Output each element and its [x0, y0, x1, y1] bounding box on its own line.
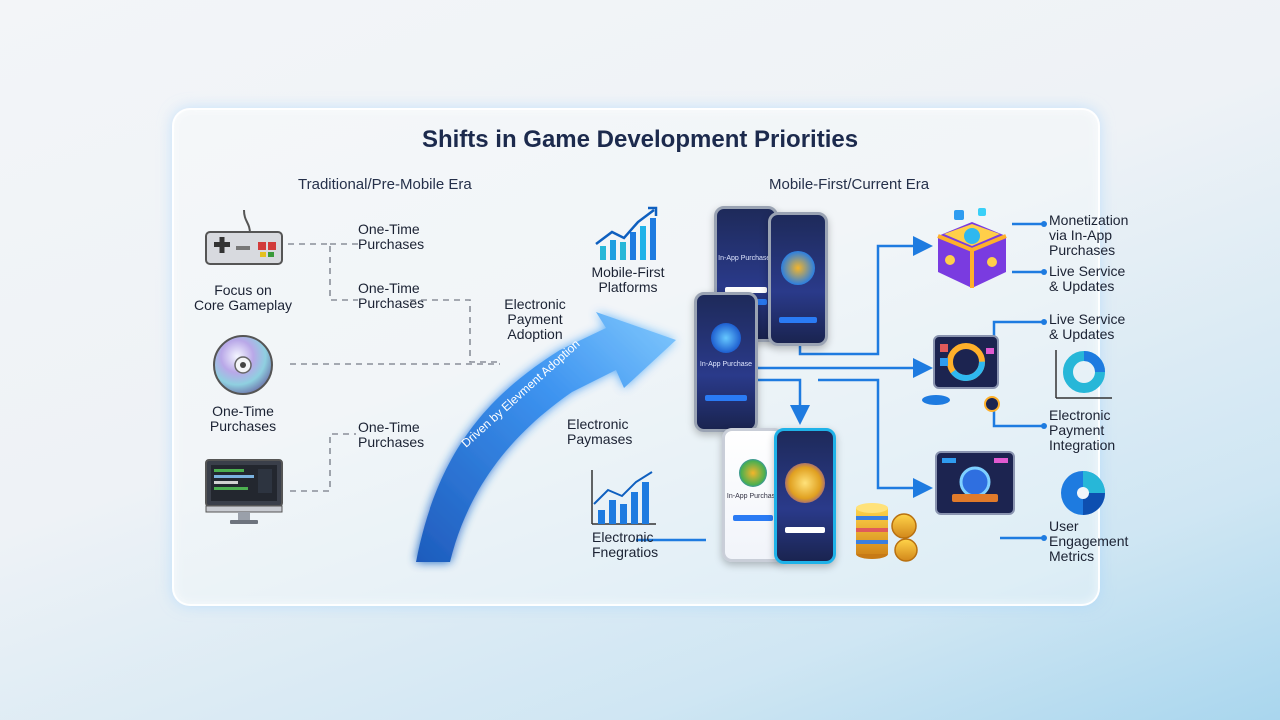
- disc-icon: [213, 335, 273, 395]
- label-live-service-2: Live Service& Updates: [1049, 311, 1126, 342]
- phone-screen-text: In-App Purchases: [718, 255, 774, 262]
- dashed-connectors: [288, 243, 500, 492]
- donut-chart-icon: [1055, 350, 1112, 399]
- growth-chart-icon: [595, 206, 658, 260]
- phone-mockup-2: In-App Purchase: [694, 292, 758, 432]
- label-live-service-1: Live Service& Updates: [1049, 263, 1126, 294]
- era-label-mobile-first: Mobile-First/Current Era: [769, 176, 930, 193]
- diagram-title: Shifts in Game Development Priorities: [421, 126, 859, 153]
- era-label-traditional: Traditional/Pre-Mobile Era: [298, 176, 472, 193]
- desktop-computer-icon: [205, 459, 283, 524]
- phone-mockup-3b: [774, 428, 836, 564]
- phone-mockup-1b: [768, 212, 828, 346]
- phone-screen-text: In-App Purchase: [726, 493, 780, 500]
- phone-screen-text: In-App Purchase: [699, 361, 753, 368]
- coins-stack-icon: [856, 503, 918, 562]
- treasure-chest-icon: [937, 208, 1007, 288]
- pie-chart-icon: [1061, 471, 1105, 515]
- tablet-engagement-icon: [935, 451, 1015, 515]
- adoption-arrow: [416, 312, 676, 562]
- gamepad-icon: [205, 209, 283, 265]
- tablet-dashboard-icon: [922, 335, 1000, 412]
- growth-chart-icon-2: [591, 470, 656, 525]
